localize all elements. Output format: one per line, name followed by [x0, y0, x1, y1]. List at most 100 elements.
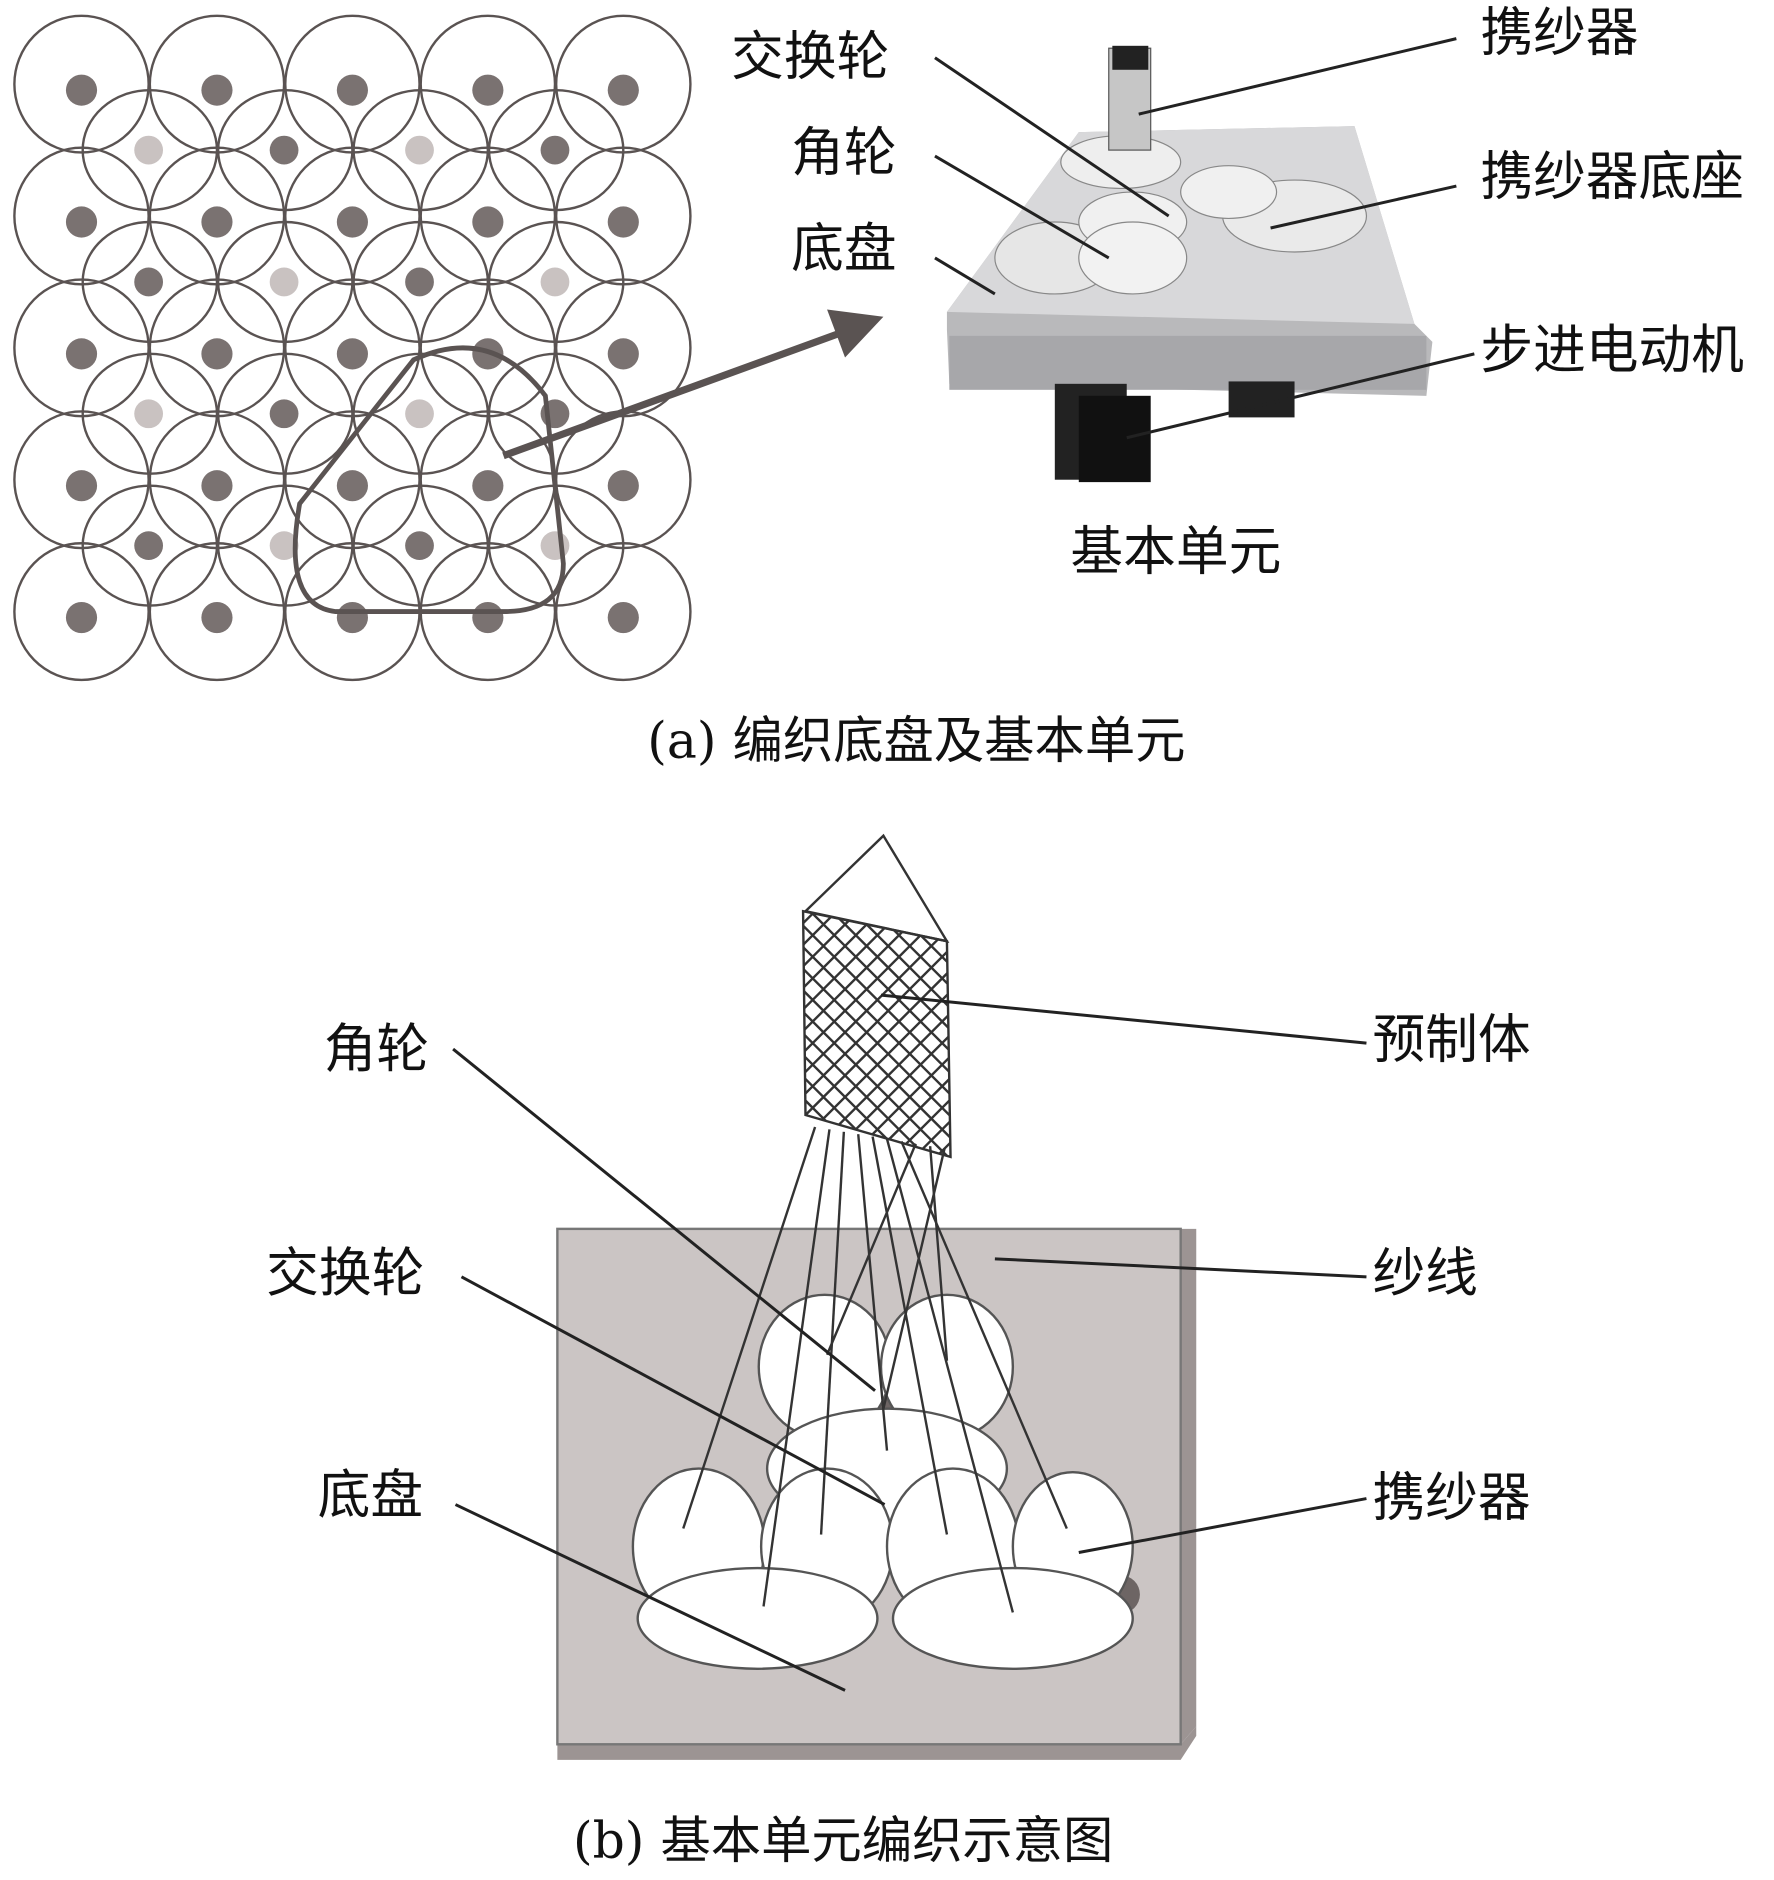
hatch-line: [484, 887, 796, 1199]
yarn-line: [882, 1148, 946, 1409]
label-carrier-a: 携纱器: [1480, 3, 1638, 64]
hatch-line: [803, 911, 948, 1157]
yarn-line: [762, 1129, 831, 1607]
gap-fill: [336, 470, 368, 502]
yarn-line: [928, 1146, 949, 1361]
gap-fill: [65, 74, 98, 106]
gap-fill: [134, 399, 164, 429]
gap-fill: [269, 399, 299, 429]
gap-fill: [65, 338, 98, 370]
gap-fill: [336, 206, 368, 238]
hatch-line: [803, 911, 840, 1157]
part-a-leaders: [934, 37, 1475, 440]
label-horn-gear-a: 角轮: [791, 122, 896, 183]
gap-fill: [269, 267, 299, 297]
label-chassis-a: 底盘: [791, 218, 896, 279]
preform: [484, 833, 1336, 1199]
hatch-line: [850, 911, 951, 1157]
arrow: [502, 309, 884, 460]
gap-fill: [607, 206, 639, 238]
hatch-line: [1002, 887, 1314, 1199]
gap-fill: [405, 531, 434, 561]
gap-fill: [134, 135, 164, 165]
yarn-line: [900, 1140, 1068, 1530]
hatch-line: [484, 887, 796, 1199]
gap-fill: [201, 470, 233, 502]
basic-unit-outline: [292, 345, 566, 614]
hatch-line: [803, 911, 951, 1157]
hatch-line: [914, 911, 951, 1157]
hatch-line: [914, 911, 951, 1157]
hatch-line: [803, 911, 951, 1157]
gap-fill: [472, 470, 504, 502]
label-basic-unit: 基本单元: [1070, 522, 1281, 583]
label-chassis-b: 底盘: [318, 1465, 423, 1526]
gap-fill: [607, 74, 639, 106]
hatch-line: [936, 911, 951, 1157]
gap-fill: [336, 74, 368, 106]
gap-fill: [269, 135, 299, 165]
gap-fill: [405, 399, 434, 429]
gap-fill: [607, 470, 639, 502]
label-stepper-motor: 步进电动机: [1480, 320, 1744, 381]
hatch-line: [828, 911, 951, 1157]
hatch-line: [803, 911, 884, 1157]
yarn-line: [682, 1126, 817, 1529]
hatch-line: [803, 911, 819, 1157]
hatch-line: [959, 887, 1271, 1199]
hatch-line: [871, 911, 951, 1157]
hatch-line: [980, 887, 1292, 1199]
braiding-chassis-pattern: [13, 14, 692, 682]
yarns: [682, 1126, 1068, 1613]
part-b-leaders: [452, 993, 1367, 1692]
caption-b: (b) 基本单元编织示意图: [573, 1811, 1113, 1870]
gap-fill: [472, 206, 504, 238]
exchange-wheel-circle: [487, 220, 625, 344]
label-horn-gear-b: 角轮: [324, 1019, 429, 1080]
label-exchange-wheel-a: 交换轮: [731, 27, 889, 88]
gap-fill: [607, 338, 639, 370]
gap-fill: [540, 531, 570, 561]
hatch-line: [803, 911, 862, 1157]
hatch-line: [1024, 887, 1336, 1199]
gap-fill: [201, 74, 233, 106]
hatch-line: [959, 887, 1271, 1199]
gap-fill: [405, 267, 434, 297]
yarn-line: [871, 1136, 949, 1535]
gap-fill: [336, 338, 368, 370]
exchange-wheel-circle: [487, 88, 625, 212]
label-exchange-wheel-b: 交换轮: [266, 1243, 424, 1304]
yarn-line: [885, 1138, 1015, 1613]
hatch-line: [803, 911, 905, 1157]
gap-fill: [134, 531, 164, 561]
gap-fill: [269, 531, 299, 561]
gap-fill: [540, 135, 570, 165]
hatch-line: [936, 911, 951, 1157]
hatch-line: [803, 911, 951, 1157]
gap-fill: [201, 601, 233, 634]
gap-fill: [201, 206, 233, 238]
yarn-line: [825, 1143, 917, 1356]
gap-fill: [336, 601, 368, 634]
hatch-line: [893, 911, 951, 1157]
hatch-line: [1002, 887, 1314, 1199]
hatch-line: [803, 911, 840, 1157]
yarn-line: [857, 1134, 889, 1451]
label-carrier-base-a: 携纱器底座: [1480, 146, 1744, 207]
label-yarn: 纱线: [1372, 1243, 1477, 1304]
hatch-line: [1024, 887, 1336, 1199]
label-carrier-b: 携纱器: [1372, 1467, 1530, 1528]
gap-fill: [65, 470, 98, 502]
gap-fill: [134, 267, 164, 297]
gap-fill: [405, 135, 434, 165]
gap-fill: [607, 601, 639, 634]
hatch-line: [871, 911, 951, 1157]
gap-fill: [472, 601, 504, 634]
hatch-line: [803, 911, 927, 1157]
gap-fill: [65, 601, 98, 634]
gap-fill: [540, 267, 570, 297]
basic-unit-photo: [946, 45, 1433, 483]
yarn-line: [819, 1131, 846, 1535]
hatch-line: [803, 911, 819, 1157]
hatch-line: [803, 911, 951, 1157]
